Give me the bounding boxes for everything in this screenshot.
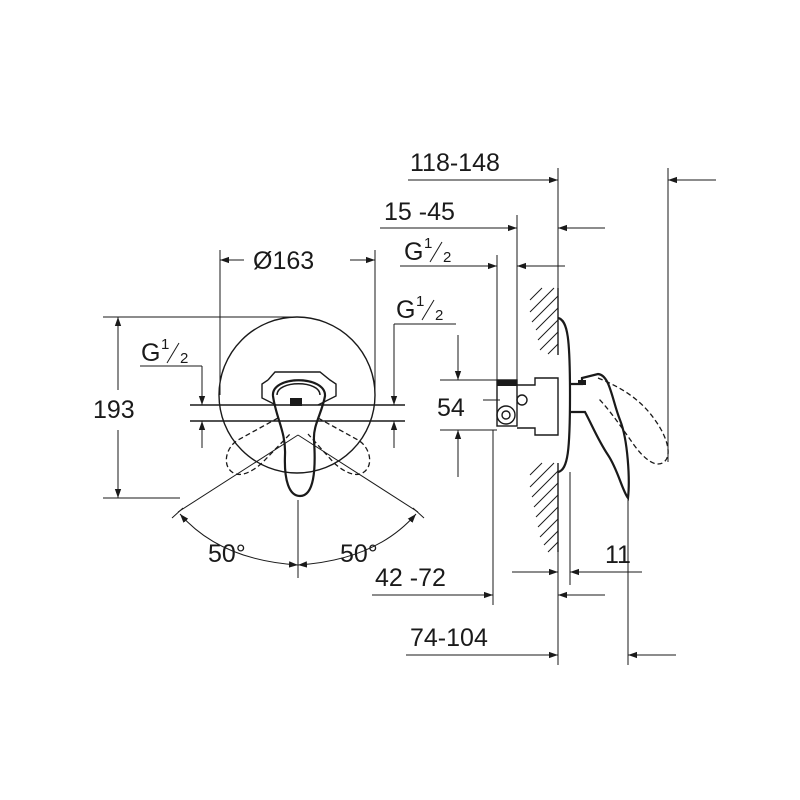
svg-text:G: G: [404, 238, 423, 266]
angle-ray-right-ext: [412, 507, 425, 519]
lever-rotated-right: [307, 417, 371, 476]
inlet-fitting: [496, 405, 516, 425]
svg-text:2: 2: [435, 307, 443, 324]
concealed-body-cap: [497, 380, 517, 386]
angle-ray-left-ext: [171, 507, 184, 519]
lever-front: [271, 379, 327, 498]
side-view: [372, 168, 716, 665]
label-42-72: 42 -72: [375, 564, 446, 592]
label-118-148: 118-148: [410, 149, 500, 177]
valve-body-left: [261, 379, 277, 406]
thread-label-left: G 1 2: [141, 336, 188, 367]
outlet-fitting: [516, 394, 528, 406]
thread-label-right: G 1 2: [396, 293, 443, 324]
wall-hatching: [529, 287, 559, 553]
lever-inner: [276, 383, 321, 396]
lever-side-rotated: [597, 377, 669, 465]
label-11: 11: [605, 541, 631, 569]
svg-text:2: 2: [180, 350, 188, 367]
svg-text:1: 1: [424, 235, 432, 252]
lever-indicator: [290, 398, 302, 406]
lever-side: [570, 372, 630, 501]
svg-text:1: 1: [416, 293, 424, 310]
angle-arc-left: [179, 513, 299, 568]
label-15-45: 15 -45: [384, 198, 455, 226]
angle-ray-left: [177, 434, 299, 513]
label-74-104: 74-104: [410, 624, 488, 652]
svg-text:2: 2: [443, 249, 451, 266]
svg-text:G: G: [141, 339, 160, 367]
lever-side-marker: [578, 380, 586, 385]
lever-rotated-left: [225, 417, 291, 476]
labels: 118-148 15 -45 Ø163 193 54 50° 50° 42 -7…: [93, 149, 631, 652]
valve-body: [267, 371, 337, 406]
front-view: [103, 250, 456, 578]
escutcheon-plate: [218, 316, 376, 474]
label-163: Ø163: [253, 247, 314, 275]
spindle-housing: [517, 377, 559, 436]
label-193: 193: [93, 396, 135, 424]
label-54: 54: [437, 394, 465, 422]
thread-label-side: G 1 2: [404, 235, 451, 266]
angle-ray-right: [297, 434, 419, 513]
svg-text:G: G: [396, 296, 415, 324]
svg-text:1: 1: [161, 336, 169, 353]
label-angle-right: 50°: [340, 540, 378, 568]
escutcheon-profile: [557, 316, 572, 474]
angle-arc-right: [297, 513, 417, 568]
inlet-fitting-inner: [501, 410, 511, 420]
label-angle-left: 50°: [208, 540, 246, 568]
